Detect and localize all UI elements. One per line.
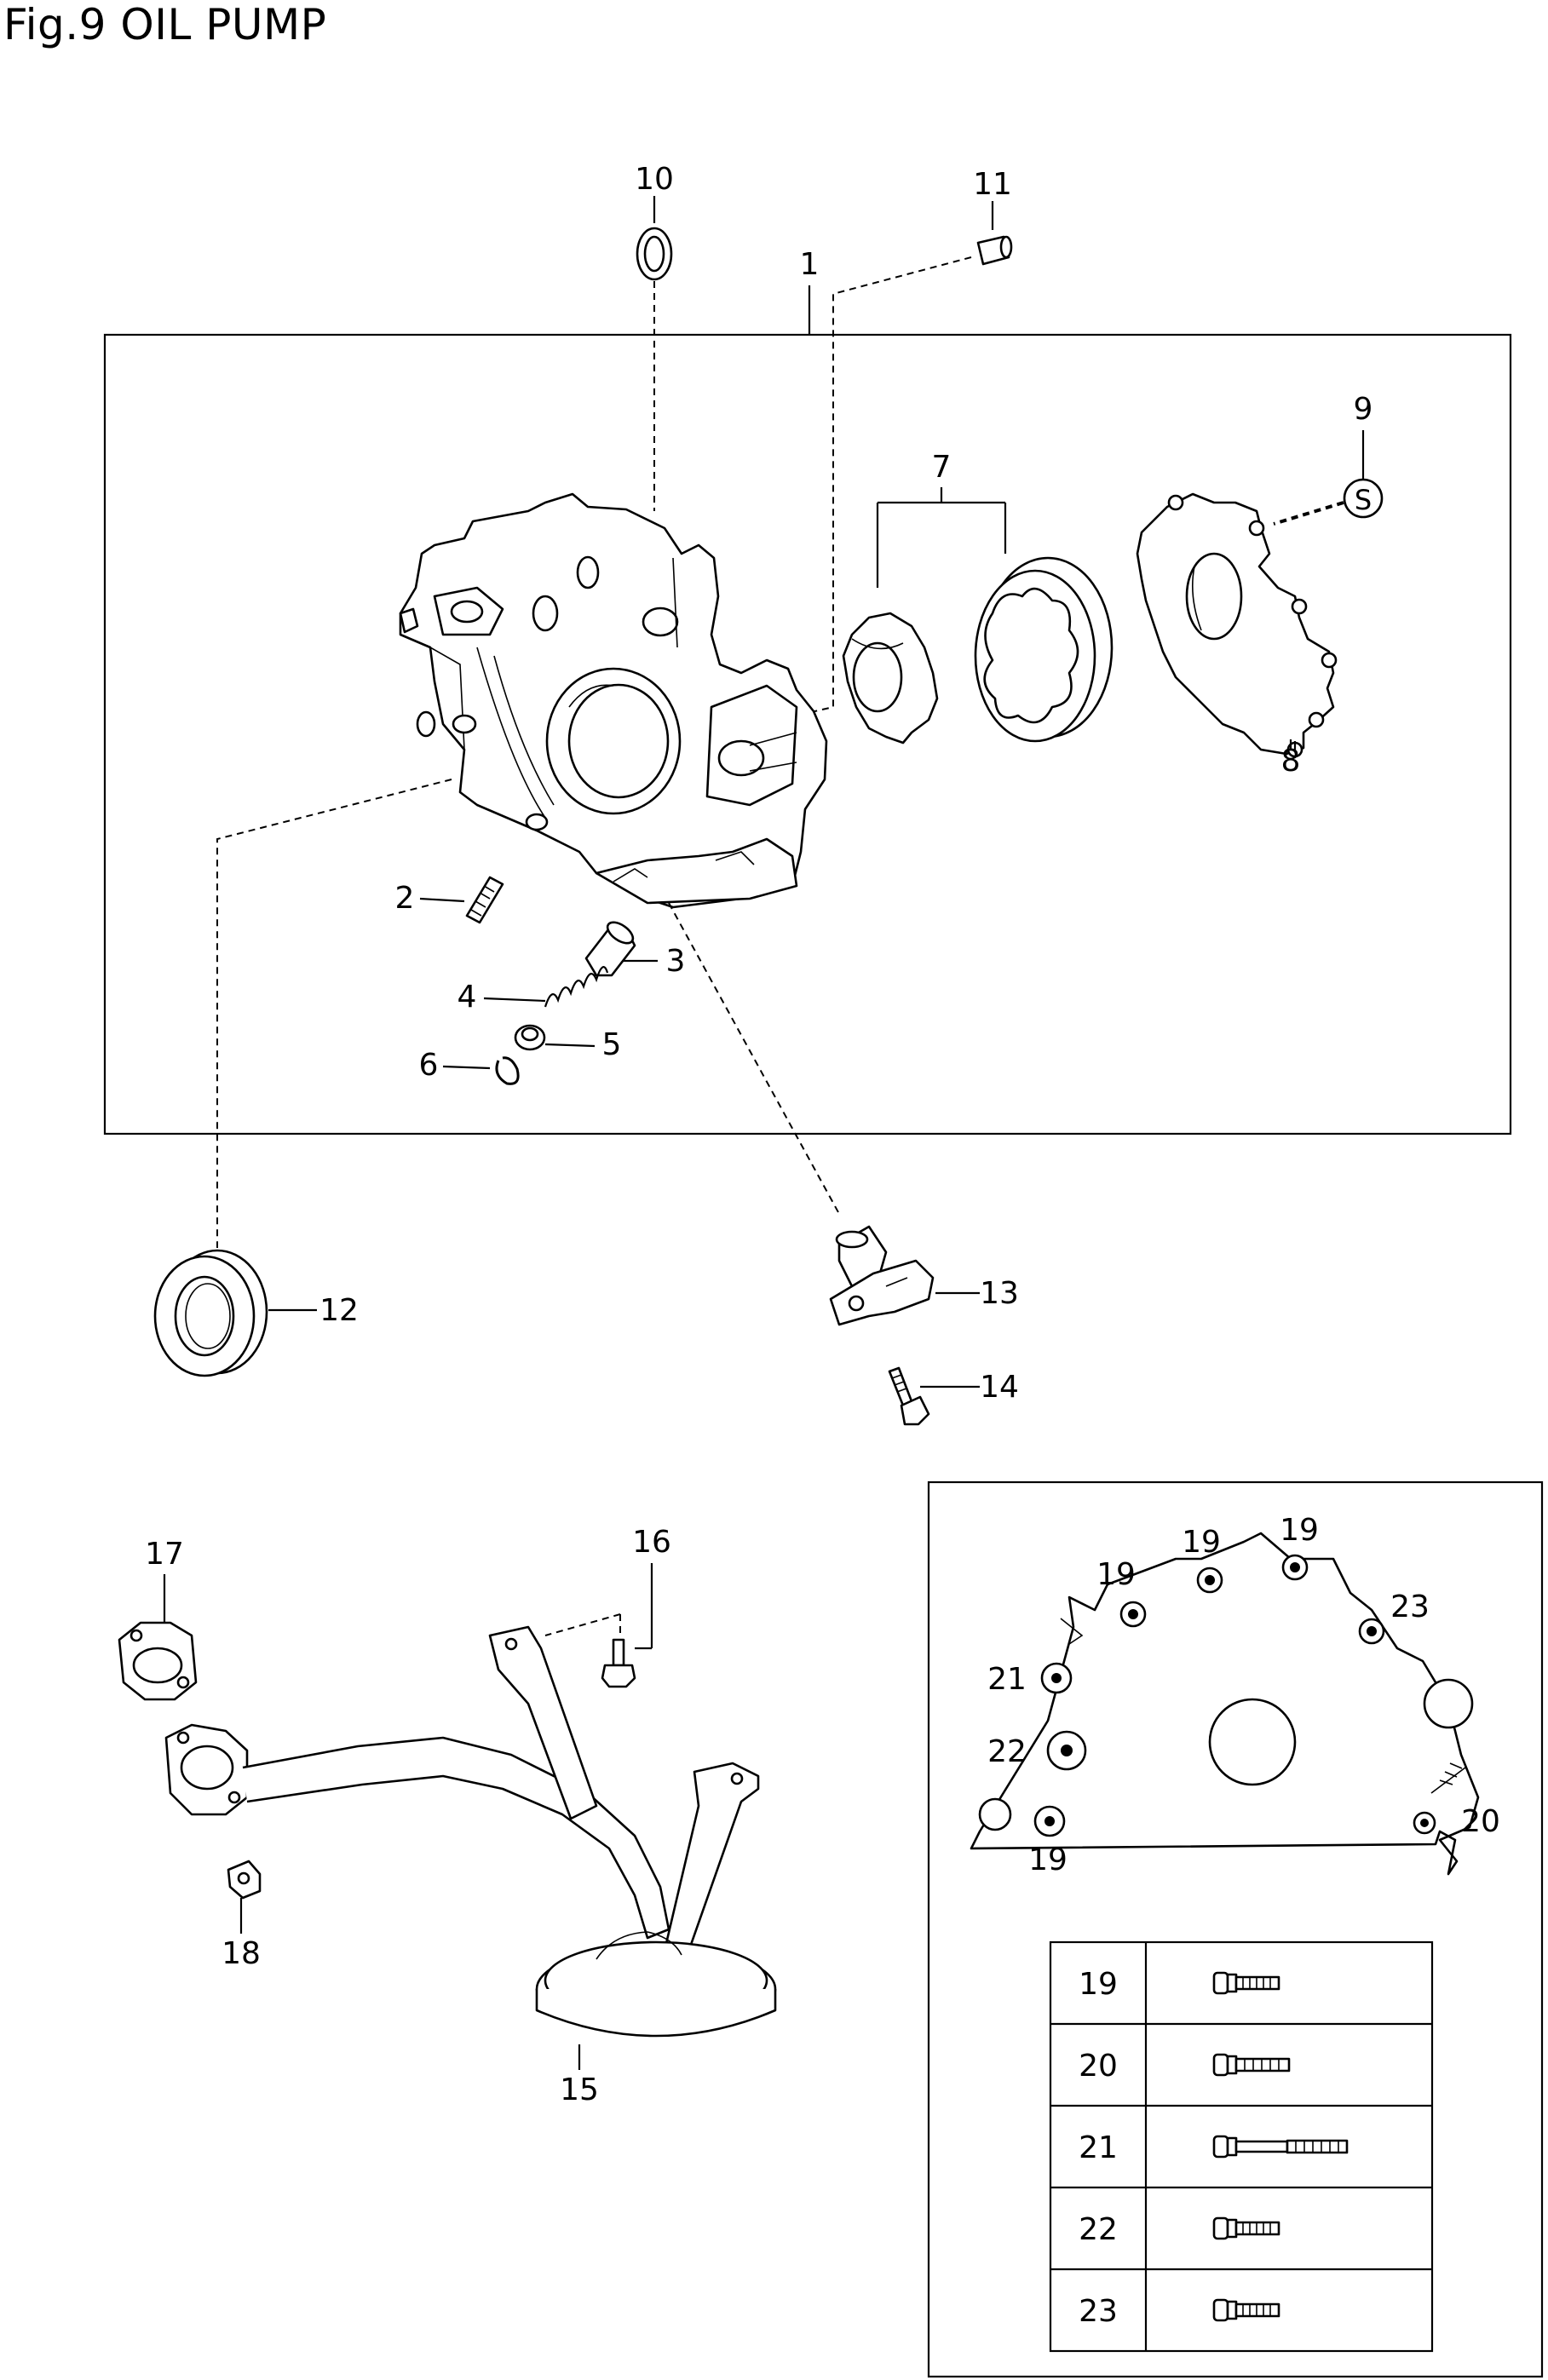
bolt-hole-19a [1119, 1601, 1147, 1628]
bolt-hole-19b [1196, 1567, 1223, 1594]
outer-rotor-icon [974, 556, 1114, 743]
callout-15: 15 [560, 2072, 599, 2107]
oil-seal-icon [153, 1249, 268, 1377]
nut-icon [227, 1860, 262, 1900]
short-bolt-icon [1212, 1971, 1280, 1995]
callout-9: 9 [1354, 392, 1373, 427]
leader-5 [544, 1043, 596, 1048]
long-bolt-icon [1212, 2135, 1349, 2159]
callout-17: 17 [145, 1537, 184, 1572]
o-ring-icon [636, 227, 673, 281]
bolt-hole-21 [1040, 1662, 1073, 1694]
guide-16 [544, 1613, 621, 1636]
oil-pump-assembly-frame [103, 333, 1512, 1135]
leader-6 [442, 1065, 491, 1070]
table-row-no: 19 [1079, 1967, 1118, 2002]
callout-14: 14 [980, 1370, 1019, 1405]
callout-13: 13 [980, 1276, 1019, 1311]
table-row-no: 23 [1079, 2294, 1118, 2329]
sensor-icon [829, 1225, 935, 1326]
callout-5: 5 [602, 1027, 622, 1062]
bolt-hole-23 [1358, 1618, 1385, 1645]
callout-16: 16 [632, 1525, 671, 1560]
oil-strainer-icon [164, 1625, 777, 2038]
spring-icon [544, 966, 609, 1008]
spring-seat-icon [514, 1024, 546, 1051]
detail-label-19d: 19 [1028, 1842, 1067, 1877]
callout-18: 18 [222, 1936, 261, 1971]
detail-label-22: 22 [987, 1734, 1027, 1769]
table-row-no: 20 [1079, 2049, 1118, 2084]
short-bolt-icon [1212, 2216, 1280, 2240]
dowel-pin-icon [976, 235, 1013, 266]
sealant-symbol-icon [1343, 478, 1384, 519]
bolt-table [1049, 1940, 1434, 2353]
plug-icon [465, 876, 504, 924]
callout-3: 3 [666, 944, 686, 979]
detail-label-20: 20 [1461, 1804, 1500, 1839]
callout-7: 7 [932, 450, 952, 485]
detail-label-19b: 19 [1182, 1525, 1221, 1560]
leader-2 [419, 897, 465, 903]
detail-label-19c: 19 [1280, 1513, 1319, 1548]
pump-body-icon [399, 492, 828, 909]
guide-9 [1273, 501, 1344, 526]
callout-11: 11 [973, 167, 1012, 202]
medium-bolt-icon [1212, 2053, 1291, 2077]
guide-13 [668, 902, 840, 1215]
snap-ring-icon [495, 1056, 520, 1085]
bolt-hole-19d [1033, 1805, 1066, 1837]
bolt-hole-22 [1046, 1730, 1087, 1771]
bolt-hole-19c [1281, 1554, 1309, 1581]
short-bolt-icon [1212, 2298, 1280, 2322]
table-row-no: 21 [1079, 2130, 1118, 2165]
bolt-detail-frame [927, 1480, 1544, 2378]
table-row-no: 22 [1079, 2212, 1118, 2247]
callout-1: 1 [800, 247, 820, 282]
guide-12 [216, 779, 452, 1248]
callout-6: 6 [419, 1048, 439, 1083]
detail-label-21: 21 [987, 1662, 1027, 1697]
callout-4: 4 [457, 980, 477, 1015]
callout-2: 2 [395, 881, 415, 916]
strainer-bolt-icon [601, 1638, 636, 1688]
callout-12: 12 [319, 1293, 359, 1328]
gasket-icon [118, 1621, 198, 1701]
guide-11 [796, 256, 972, 716]
bolt-icon [888, 1366, 930, 1426]
callout-8: 8 [1281, 744, 1301, 779]
inner-rotor-icon [842, 612, 939, 744]
detail-label-23: 23 [1390, 1590, 1430, 1624]
callout-10: 10 [635, 162, 674, 197]
bolt-hole-20 [1413, 1811, 1436, 1835]
sealant-symbol-label: S [1355, 484, 1372, 516]
cover-outline-icon [970, 1532, 1480, 1876]
leader-4 [483, 997, 546, 1003]
relief-plunger-icon [584, 921, 636, 977]
cover-plate-icon [1136, 492, 1338, 758]
leader-7 [876, 487, 1007, 588]
figure-title: Fig.9 OIL PUMP [3, 0, 327, 49]
detail-label-19a: 19 [1096, 1557, 1136, 1592]
